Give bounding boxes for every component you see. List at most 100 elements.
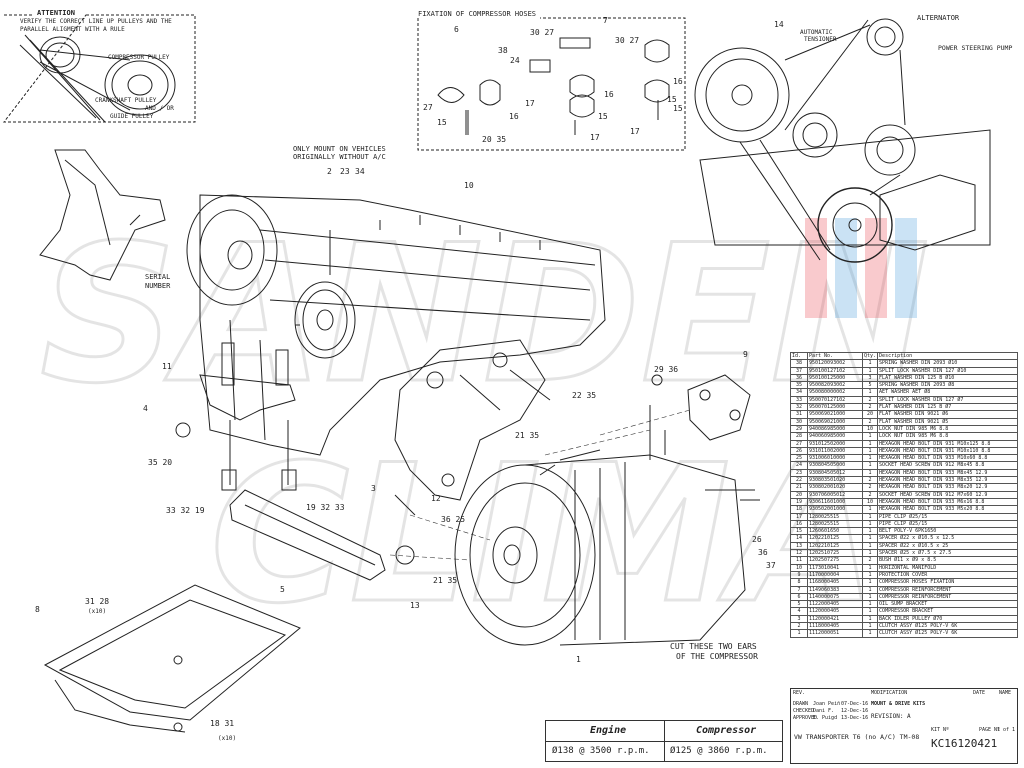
callout: 33 32 19: [166, 506, 205, 515]
kit-number: KC16120421: [931, 737, 998, 750]
cell-description: COMPRESSOR REINFORCEMENT: [877, 585, 1018, 594]
header-description: Description: [877, 351, 1018, 361]
callout: 11: [162, 362, 172, 371]
cell-part-no: 930804505012: [807, 468, 863, 478]
cell-qty: 1: [861, 541, 879, 551]
cell-qty: 1: [861, 607, 879, 616]
date-label: DATE: [973, 690, 986, 696]
header-id: Id.: [790, 351, 808, 361]
cell-id: 12: [790, 548, 808, 558]
cell-qty: 10: [861, 424, 879, 434]
cell-id: 33: [790, 395, 808, 405]
cell-part-no: 1170000004: [807, 570, 863, 580]
checked-label: CHECKED: [793, 708, 815, 714]
callout: 27: [423, 103, 433, 112]
cell-qty: 3: [861, 373, 879, 383]
callout: 30 27: [530, 28, 555, 37]
cell-description: HEXAGON HEAD BOLT DIN 933 M8x35 12.9: [877, 476, 1018, 485]
cell-part-no: 930802001020: [807, 483, 863, 492]
cut-note-2: OF THE COMPRESSOR: [676, 652, 758, 661]
compressor-label: Compressor: [696, 725, 757, 736]
cell-description: SPLIT LOCK WASHER DIN 127 Ø7: [877, 395, 1018, 405]
cell-qty: 1: [861, 592, 879, 602]
cell-description: SPRING WASHER DIN 2093 Ø10: [877, 359, 1018, 368]
callout: 16: [673, 77, 683, 86]
cell-part-no: 1120000421: [807, 614, 863, 624]
cell-id: 11: [790, 556, 808, 565]
cell-part-no: 950100125000: [807, 373, 863, 383]
cell-description: SPACER Ø22 x Ø10.5 x 12.5: [877, 534, 1018, 543]
cell-description: LOCK NUT DIN 985 M6 8.8: [877, 424, 1018, 434]
cell-id: 31: [790, 410, 808, 419]
callout: 6: [454, 25, 459, 34]
callout: 10: [464, 181, 474, 190]
cell-description: SPACER Ø25 x Ø7.5 x 27.5: [877, 548, 1018, 558]
cell-description: BELT POLY-V 6PK1650: [877, 527, 1018, 536]
cell-id: 22: [790, 476, 808, 485]
cell-part-no: 930611601000: [807, 497, 863, 507]
cell-description: PIPE CLIP Ø25/15: [877, 519, 1018, 529]
power-steering-label: POWER STEERING PUMP: [938, 44, 1013, 52]
cell-id: 21: [790, 483, 808, 492]
cell-part-no: 1118000405: [807, 621, 863, 631]
cell-part-no: 1260601650: [807, 527, 863, 536]
cell-description: FLAT WASHER DIN 125 B Ø7: [877, 403, 1018, 412]
cell-id: 1: [790, 629, 808, 638]
cell-id: 35: [790, 381, 808, 390]
compressor-pulley-label: COMPRESSOR PULLEY: [108, 54, 170, 61]
callout: 8: [35, 605, 40, 614]
cell-part-no: 931011002000: [807, 446, 863, 456]
callout: 17: [630, 127, 640, 136]
cell-id: 16: [790, 519, 808, 529]
cell-description: COMPRESSOR REINFORCEMENT: [877, 592, 1018, 602]
cell-id: 36: [790, 373, 808, 383]
idler-pulley: [294, 230, 356, 359]
cell-qty: 20: [861, 410, 879, 419]
cell-qty: 1: [861, 366, 879, 375]
cell-description: SPACER Ø22 x Ø10.5 x 25: [877, 541, 1018, 551]
cell-qty: 1: [861, 570, 879, 580]
callout: 24: [510, 56, 520, 65]
cell-id: 9: [790, 570, 808, 580]
callout: 2: [327, 167, 332, 176]
cell-qty: 2: [861, 395, 879, 405]
cell-qty: 2: [861, 417, 879, 426]
cell-qty: 1: [861, 534, 879, 543]
cell-part-no: 1140000075: [807, 592, 863, 602]
cell-qty: 1: [861, 600, 879, 609]
callout: 7: [603, 16, 608, 25]
cell-part-no: 950069021000: [807, 410, 863, 419]
cell-qty: 1: [861, 527, 879, 536]
checked-name: Dani F.: [813, 708, 835, 714]
cell-description: HEXAGON HEAD BOLT DIN 933 M10x60 8.8: [877, 454, 1018, 463]
cell-qty: 1: [861, 454, 879, 463]
cell-part-no: 1149060383: [807, 585, 863, 594]
hoses-fixation-box: [417, 17, 686, 151]
cell-id: 24: [790, 461, 808, 470]
cell-qty: 2: [861, 483, 879, 492]
table-header-row: Id. Part No. Qty. Description: [790, 351, 1018, 361]
page-label: PAGE Nº: [979, 727, 1001, 733]
cell-description: HEXAGON HEAD BOLT DIN 931 M10x110 8.8: [877, 446, 1018, 456]
callout: 37: [766, 561, 776, 570]
cell-qty: 1: [861, 578, 879, 587]
cell-description: HEXAGON HEAD BOLT DIN 933 M5x20 8.8: [877, 505, 1018, 514]
cell-id: 15: [790, 527, 808, 536]
cell-qty: 1: [861, 359, 879, 368]
cell-part-no: 1122000405: [807, 600, 863, 609]
cell-id: 4: [790, 607, 808, 616]
callout: 4: [143, 404, 148, 413]
attention-heading: ATTENTION: [37, 9, 75, 17]
